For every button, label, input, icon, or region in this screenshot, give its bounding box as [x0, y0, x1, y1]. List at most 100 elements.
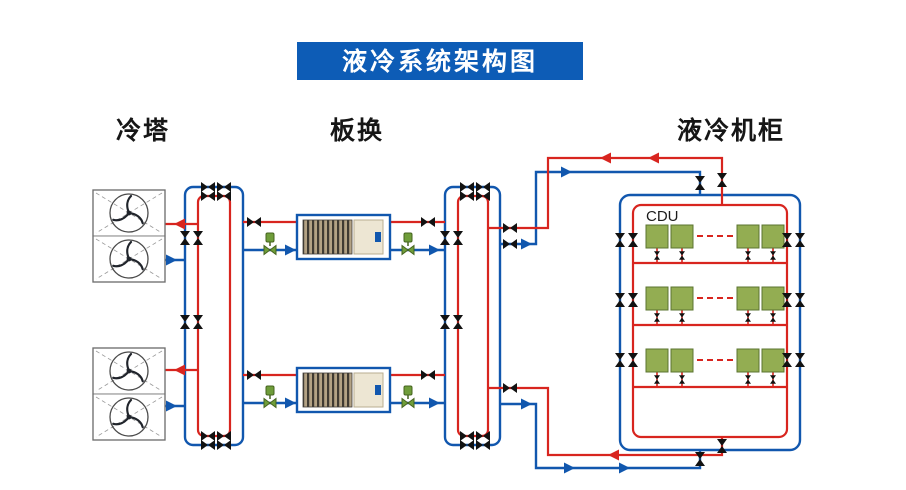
pump-icon: [263, 232, 277, 256]
flow-arrow-icon: [561, 166, 572, 178]
label-liquid-cooling-cabinet: 液冷机柜: [677, 116, 785, 145]
title-banner-bg: [297, 42, 583, 80]
valve-icon: [180, 315, 190, 329]
valve-icon: [247, 217, 261, 227]
valve-icon: [440, 231, 450, 245]
valve-icon: [615, 353, 625, 367]
cooling-tower-unit-bottom: [93, 348, 165, 440]
valve-icon: [679, 375, 685, 384]
valve-icon: [679, 251, 685, 260]
cold-water-pipes: [165, 170, 802, 470]
valve-icon: [476, 182, 490, 192]
pipe-chw-loop-outer: [443, 185, 502, 447]
valve-icon: [476, 440, 490, 450]
flow-arrow-icon: [285, 397, 296, 409]
server-box: [761, 224, 785, 249]
server-box: [645, 348, 669, 373]
valve-icon: [247, 370, 261, 380]
valve-icon: [460, 431, 474, 441]
pipe-cabinet-loop-outer: [618, 193, 802, 452]
flow-arrow-icon: [174, 218, 185, 230]
valve-icon: [795, 353, 805, 367]
flow-arrow-icon: [600, 152, 611, 164]
valve-icon: [453, 231, 463, 245]
hot-water-pipes: [165, 156, 789, 457]
valve-icon: [193, 231, 203, 245]
valve-icon: [745, 313, 751, 322]
valve-icon: [201, 440, 215, 450]
pipe-cabinet-loop-inner: [631, 203, 789, 439]
pump-icon: [401, 385, 415, 409]
valve-icon: [795, 293, 805, 307]
pump-icon: [263, 385, 277, 409]
cooling-tower-unit-top: [93, 190, 165, 282]
valve-icon: [615, 233, 625, 247]
flow-arrow-icon: [521, 398, 532, 410]
valve-icon: [628, 293, 638, 307]
valve-icon: [421, 217, 435, 227]
server-box: [736, 286, 760, 311]
server-box: [761, 348, 785, 373]
pipe-row1-stubs: [656, 248, 774, 263]
server-box: [670, 286, 694, 311]
flow-arrow-icon: [521, 238, 532, 250]
valve-icon: [503, 239, 517, 249]
label-plate-heat-exchanger: 板换: [330, 117, 384, 145]
valve-icon: [615, 293, 625, 307]
plate-heat-exchanger-top: [295, 213, 392, 261]
valve-icon: [770, 313, 776, 322]
pipe-cabinet-return-bottom: [488, 386, 724, 457]
server-box: [736, 348, 760, 373]
pipe-row2-stubs: [656, 310, 774, 325]
valve-icon: [745, 375, 751, 384]
valve-icon: [654, 375, 660, 384]
valves: [180, 173, 805, 466]
server-box: [761, 286, 785, 311]
valve-icon: [201, 431, 215, 441]
flow-arrow-icon: [619, 462, 630, 474]
valve-icon: [770, 375, 776, 384]
flow-arrows: [166, 152, 659, 474]
flow-arrow-icon: [648, 152, 659, 164]
flow-arrow-icon: [564, 462, 575, 474]
valve-icon: [460, 191, 474, 201]
valve-icon: [217, 440, 231, 450]
valve-icon: [745, 251, 751, 260]
valve-icon: [654, 313, 660, 322]
label-cooling-tower: 冷塔: [116, 116, 170, 145]
plate-heat-exchanger-bottom: [295, 366, 392, 414]
valve-icon: [201, 182, 215, 192]
valve-icon: [770, 251, 776, 260]
valve-icon: [180, 231, 190, 245]
valve-icon: [503, 383, 517, 393]
server-box: [670, 348, 694, 373]
valve-icon: [453, 315, 463, 329]
valve-icon: [217, 182, 231, 192]
server-box: [645, 224, 669, 249]
page-title: 液冷系统架构图: [342, 47, 538, 76]
valve-icon: [654, 251, 660, 260]
flow-arrow-icon: [608, 449, 619, 461]
server-box: [670, 224, 694, 249]
flow-arrow-icon: [285, 244, 296, 256]
valve-icon: [193, 315, 203, 329]
pipe-cabinet-return-top: [488, 156, 724, 230]
valve-icon: [679, 313, 685, 322]
pipe-tower-loop-outer: [183, 185, 245, 447]
flow-arrow-icon: [174, 364, 185, 376]
valve-icon: [695, 176, 705, 190]
label-cdu: CDU: [646, 208, 679, 225]
valve-icon: [628, 233, 638, 247]
server-box: [645, 286, 669, 311]
title-banner: 液冷系统架构图: [297, 42, 583, 80]
valve-icon: [421, 370, 435, 380]
valve-icon: [503, 223, 517, 233]
valve-icon: [201, 191, 215, 201]
server-box: [736, 224, 760, 249]
valve-icon: [460, 440, 474, 450]
valve-icon: [460, 182, 474, 192]
flow-arrow-icon: [429, 397, 440, 409]
pipe-row3-stubs: [656, 372, 774, 387]
